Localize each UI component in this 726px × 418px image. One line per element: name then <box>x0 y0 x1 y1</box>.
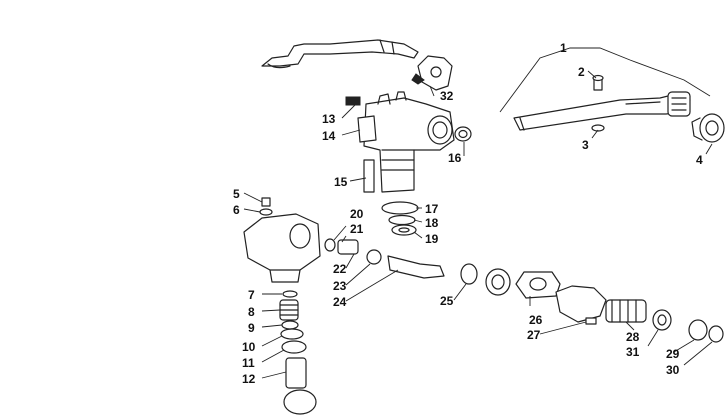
gasket-stack <box>381 201 419 236</box>
mounting-arm <box>513 74 691 132</box>
callout-16: 16 <box>448 151 462 165</box>
callout-4: 4 <box>696 153 703 167</box>
callout-1: 1 <box>560 41 567 55</box>
callout-23: 23 <box>333 279 347 293</box>
callout-28: 28 <box>626 330 640 344</box>
round-fitting-part-4 <box>691 113 725 143</box>
callout-10: 10 <box>242 340 256 354</box>
callout-29: 29 <box>666 347 680 361</box>
callout-17: 17 <box>425 202 439 216</box>
callout-18: 18 <box>425 216 439 230</box>
callout-22: 22 <box>333 262 347 276</box>
callout-21: 21 <box>350 222 364 236</box>
callout-11: 11 <box>242 356 255 370</box>
callout-19: 19 <box>425 232 439 246</box>
callout-20: 20 <box>350 207 364 221</box>
callout-12: 12 <box>242 372 256 386</box>
callout-30: 30 <box>666 363 680 377</box>
callout-15: 15 <box>334 175 348 189</box>
bracket-part-32 <box>411 55 453 91</box>
callout-6: 6 <box>233 203 240 217</box>
upper-pump-housing <box>345 91 472 193</box>
linkage-rod <box>261 39 419 69</box>
callout-14: 14 <box>322 129 336 143</box>
callout-2: 2 <box>578 65 585 79</box>
leader-lines <box>243 47 713 379</box>
callout-9: 9 <box>248 321 255 335</box>
vertical-spring-stack <box>279 290 317 415</box>
screw-washer <box>259 197 273 216</box>
callout-3: 3 <box>582 138 589 152</box>
callout-7: 7 <box>248 288 255 302</box>
lower-left-housing <box>243 213 321 283</box>
callout-8: 8 <box>248 305 255 319</box>
callout-5: 5 <box>233 187 240 201</box>
callout-24: 24 <box>333 295 347 309</box>
callout-32: 32 <box>440 89 454 103</box>
callout-labels: 1 2 3 4 5 6 7 8 9 10 11 12 13 14 15 16 1… <box>233 41 703 386</box>
callout-31: 31 <box>626 345 640 359</box>
callout-27: 27 <box>527 328 541 342</box>
callout-25: 25 <box>440 294 454 308</box>
callout-13: 13 <box>322 112 336 126</box>
horizontal-piston-assembly <box>324 238 724 343</box>
callout-26: 26 <box>529 313 543 327</box>
